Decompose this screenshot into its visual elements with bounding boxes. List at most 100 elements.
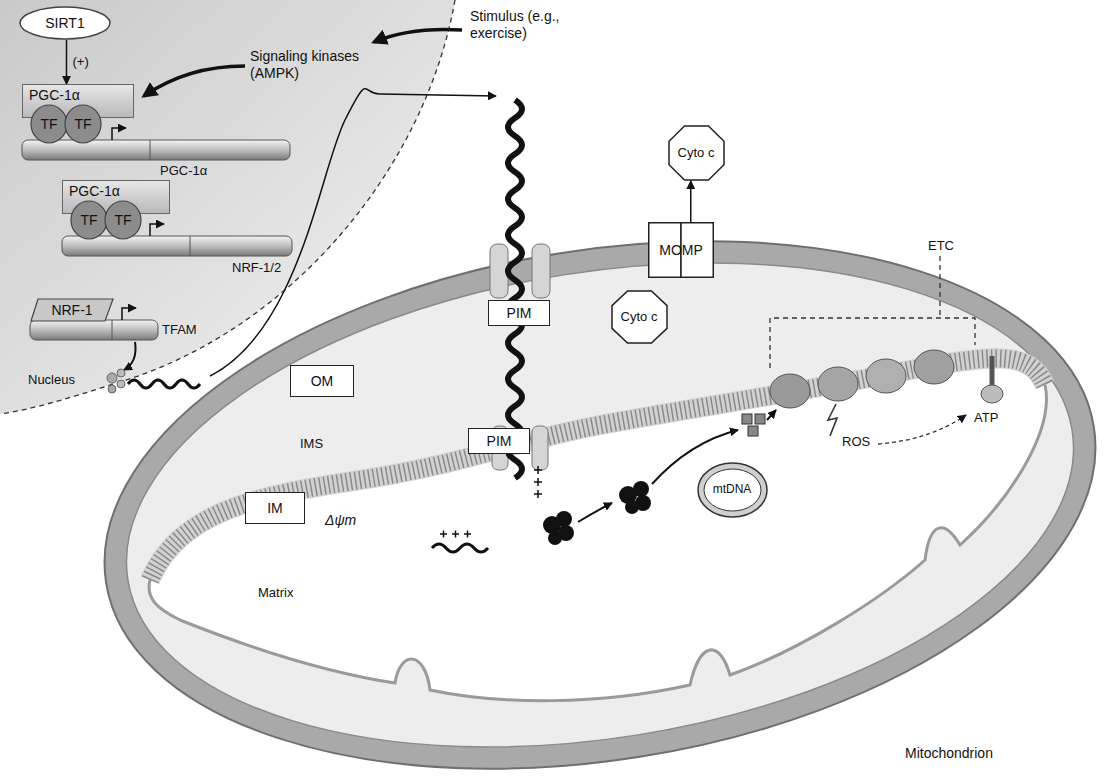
kinase-label: Signaling kinases (AMPK)	[250, 48, 370, 82]
protein-ellipse	[20, 7, 110, 39]
connector	[66, 40, 68, 84]
factor-circle	[65, 105, 101, 143]
node-text: TF	[114, 212, 131, 228]
stimulus-label: Stimulus (e.g., exercise)	[470, 8, 570, 42]
subunit-square	[748, 426, 758, 436]
compartment-label: Matrix	[258, 585, 293, 601]
folded-protein	[548, 531, 562, 545]
mtdna-circle: mtDNA	[697, 462, 768, 518]
transcription-start-arrow	[150, 224, 164, 236]
tom-complex	[532, 244, 550, 298]
complex-label: ETC	[928, 238, 954, 254]
factor-circle	[105, 201, 141, 239]
node-text: TF	[40, 116, 57, 132]
mtdna-ring	[704, 469, 761, 511]
node-text: PIM	[487, 433, 512, 449]
protein-ellipse: SIRT1	[19, 6, 111, 40]
import-box: PIM	[468, 428, 530, 454]
inner-membrane-texture	[150, 358, 1045, 580]
tim-complex	[532, 426, 548, 470]
flow-arrow	[878, 415, 966, 444]
factor-circle	[31, 105, 67, 143]
gene-boundary	[112, 320, 113, 340]
assembly-arrow	[767, 410, 776, 420]
gene-label: PGC-1α	[160, 163, 207, 179]
etc-bracket	[770, 256, 975, 368]
transcription-factor: TF	[30, 104, 68, 144]
folded-protein	[619, 481, 651, 514]
factor-circle	[71, 201, 107, 239]
mrna	[128, 380, 200, 388]
octagon	[669, 126, 724, 180]
transcription-start-arrow	[112, 128, 126, 140]
node-text: PGC-1α	[29, 87, 80, 103]
etc-complex	[818, 367, 858, 401]
compartment-label: Nucleus	[28, 372, 75, 388]
node-text: SIRT1	[45, 15, 84, 31]
nuclear-pore	[107, 373, 117, 383]
node-text: NRF-1	[51, 302, 92, 318]
compartment-label: IMS	[300, 436, 323, 452]
cytochrome-c: Cyto c	[611, 290, 668, 344]
node-text: mtDNA	[713, 483, 752, 497]
atp-synthase-stalk	[990, 356, 995, 386]
folded-protein	[543, 511, 574, 545]
stimulus-arrow	[374, 30, 462, 43]
gene-label: TFAM	[162, 322, 197, 338]
node-text: PIM	[507, 305, 532, 321]
transcription-start-arrow	[122, 308, 136, 320]
mtdna-ring	[698, 463, 767, 517]
dna-strand	[62, 236, 292, 256]
node-text: IM	[267, 500, 283, 516]
inner-membrane	[150, 358, 1045, 580]
atp-synthase-head	[981, 385, 1003, 403]
node-text: Cyto c	[621, 310, 658, 325]
folded-protein	[625, 500, 639, 514]
subunit-square	[755, 414, 765, 424]
transcription-factor: TF	[64, 104, 102, 144]
charge-marks	[534, 466, 542, 498]
node-text: OM	[311, 373, 334, 389]
node-text: TF	[74, 116, 91, 132]
node-text: PGC-1α	[69, 183, 120, 199]
nuclear-pore	[117, 369, 125, 377]
folded-protein	[633, 481, 649, 497]
import-box: PIM	[488, 300, 550, 326]
cytochrome-c: Cyto c	[668, 125, 725, 181]
node-text: Cyto c	[678, 146, 715, 161]
dna-strand	[22, 140, 290, 160]
organelle-label: Mitochondrion	[905, 745, 993, 762]
gene-label: NRF-1/2	[232, 260, 281, 276]
membrane-box: IM	[245, 492, 305, 524]
node-text: TF	[80, 212, 97, 228]
gene-boundary	[150, 140, 151, 160]
potential-label: Δψm	[325, 512, 356, 529]
membrane-box: OM	[290, 365, 354, 397]
etc-complex	[770, 374, 810, 408]
outer-membrane	[66, 175, 1119, 776]
transcription-factor: TF	[104, 200, 142, 240]
gene-boundary	[190, 236, 191, 256]
nuclear-pore	[108, 385, 116, 393]
signal-arrow	[144, 66, 245, 96]
parallelogram	[31, 299, 113, 321]
product-label: ROS	[842, 434, 870, 450]
etc-complex	[914, 350, 954, 384]
presequence	[432, 544, 488, 552]
product-label: ATP	[974, 410, 998, 426]
octagon	[612, 291, 667, 343]
transcription-factor: TF	[70, 200, 108, 240]
pore-box: MOMP	[648, 222, 714, 278]
etc-complex	[866, 359, 906, 393]
folded-protein	[556, 511, 572, 527]
precursor-protein	[508, 100, 522, 478]
nuclear-pore	[117, 380, 125, 388]
connector	[690, 181, 692, 222]
subunit-square	[742, 414, 752, 424]
folding-arrow	[578, 503, 612, 522]
charge-marks	[440, 531, 471, 538]
edge-label: (+)	[73, 54, 89, 70]
